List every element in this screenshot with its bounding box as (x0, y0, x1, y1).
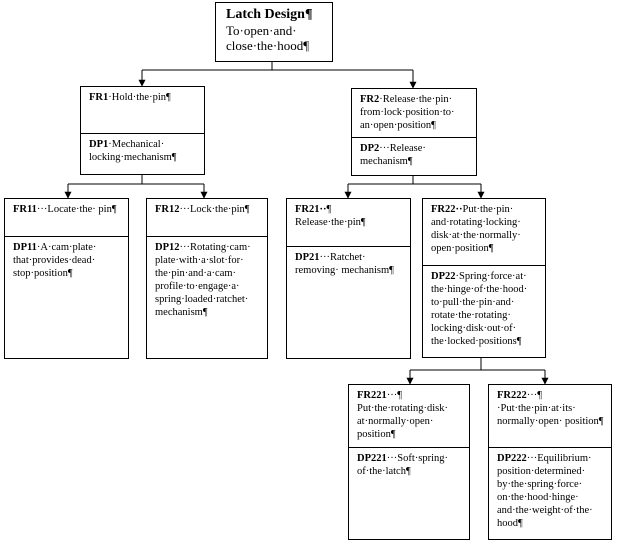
root-title: Latch Design¶ (226, 7, 313, 22)
node-fr11-dp11: FR11···Locate·the· pin¶ DP11·A·cam·plate… (4, 198, 129, 359)
dp11-text: ·A·cam·plate· that·provides·dead· stop·p… (13, 242, 97, 279)
fr1-text: ·Hold·the·pin¶ (108, 92, 171, 103)
dp12-section: DP12···Rotating·cam· plate·with·a·slot·f… (147, 237, 267, 321)
dp12-code: DP12 (155, 242, 180, 253)
dp22-text: ·Spring·force·at· the·hinge·of·the·hood·… (431, 271, 528, 347)
node-fr12-dp12: FR12···Lock·the·pin¶ DP12···Rotating·cam… (146, 198, 268, 359)
fr221-text: ···¶ Put·the·rotating·disk· at·normally·… (357, 390, 448, 440)
fr21-code: FR21·· (295, 204, 327, 215)
node-fr21-dp21: FR21··¶ Release·the·pin¶ DP21···Ratchet·… (286, 198, 411, 359)
dp22-section: DP22·Spring·force·at· the·hinge·of·the·h… (423, 266, 545, 350)
fr222-section: FR222···¶ ·Put·the·pin·at·its· normally·… (489, 385, 611, 448)
fr2-section: FR2·Release·the·pin· from·lock·position·… (352, 89, 476, 138)
dp1-section: DP1·Mechanical· locking·mechanism¶ (81, 134, 204, 166)
fr11-text: ···Locate·the· pin¶ (36, 204, 117, 215)
node-fr22-dp22: FR22··Put·the·pin· and·rotating·locking·… (422, 198, 546, 358)
dp12-text: ···Rotating·cam· plate·with·a·slot·for· … (155, 242, 251, 318)
dp1-text: ·Mechanical· locking·mechanism¶ (89, 139, 177, 163)
connector-fr22 (406, 358, 549, 385)
dp221-section: DP221···Soft·spring· of·the·latch¶ (349, 448, 469, 480)
dp222-text: ···Equilibrium· position·determined· by·… (497, 453, 593, 529)
fr21-section: FR21··¶ Release·the·pin¶ (287, 199, 410, 247)
dp1-code: DP1 (89, 139, 109, 150)
dp2-code: DP2 (360, 143, 380, 154)
fr2-code: FR2 (360, 94, 380, 105)
connector-fr1 (64, 175, 208, 199)
fr12-code: FR12 (155, 204, 180, 215)
dp21-code: DP21 (295, 252, 320, 263)
dp2-section: DP2···Release· mechanism¶ (352, 138, 476, 170)
dp222-section: DP222···Equilibrium· position·determined… (489, 448, 611, 532)
fr11-code: FR11 (13, 204, 37, 215)
dp2-text: ···Release· mechanism¶ (360, 143, 426, 167)
fr222-text: ···¶ ·Put·the·pin·at·its· normally·open·… (497, 390, 604, 427)
fr222-code: FR222 (497, 390, 527, 401)
fr12-section: FR12···Lock·the·pin¶ (147, 199, 267, 237)
fr22-section: FR22··Put·the·pin· and·rotating·locking·… (423, 199, 545, 266)
fr221-section: FR221···¶ Put·the·rotating·disk· at·norm… (349, 385, 469, 448)
fr22-text: Put·the·pin· and·rotating·locking· disk·… (431, 204, 521, 254)
node-fr222-dp222: FR222···¶ ·Put·the·pin·at·its· normally·… (488, 384, 612, 540)
dp222-code: DP222 (497, 453, 527, 464)
fr2-text: ·Release·the·pin· from·lock·position·to·… (360, 94, 455, 131)
fr12-text: ···Lock·the·pin¶ (179, 204, 250, 215)
root-subtitle: To·open·and· close·the·hood¶ (226, 23, 310, 53)
node-fr2-dp2: FR2·Release·the·pin· from·lock·position·… (351, 88, 477, 176)
fr1-code: FR1 (89, 92, 109, 103)
fr21-text: ¶ Release·the·pin¶ (295, 204, 366, 228)
node-fr1-dp1: FR1·Hold·the·pin¶ DP1·Mechanical· lockin… (80, 86, 205, 175)
dp11-section: DP11·A·cam·plate· that·provides·dead· st… (5, 237, 128, 282)
fr1-section: FR1·Hold·the·pin¶ (81, 87, 204, 134)
dp21-section: DP21···Ratchet· removing· mechanism¶ (287, 247, 410, 279)
fr22-code: FR22·· (431, 204, 463, 215)
fr221-code: FR221 (357, 390, 387, 401)
dp221-code: DP221 (357, 453, 387, 464)
connector-root (138, 62, 417, 89)
dp221-text: ···Soft·spring· of·the·latch¶ (357, 453, 448, 477)
connector-fr2 (344, 176, 485, 199)
dp21-text: ···Ratchet· removing· mechanism¶ (295, 252, 394, 276)
fr11-section: FR11···Locate·the· pin¶ (5, 199, 128, 237)
dp11-code: DP11 (13, 242, 37, 253)
node-fr221-dp221: FR221···¶ Put·the·rotating·disk· at·norm… (348, 384, 470, 540)
dp22-code: DP22 (431, 271, 456, 282)
root-node: Latch Design¶ To·open·and· close·the·hoo… (215, 2, 333, 62)
